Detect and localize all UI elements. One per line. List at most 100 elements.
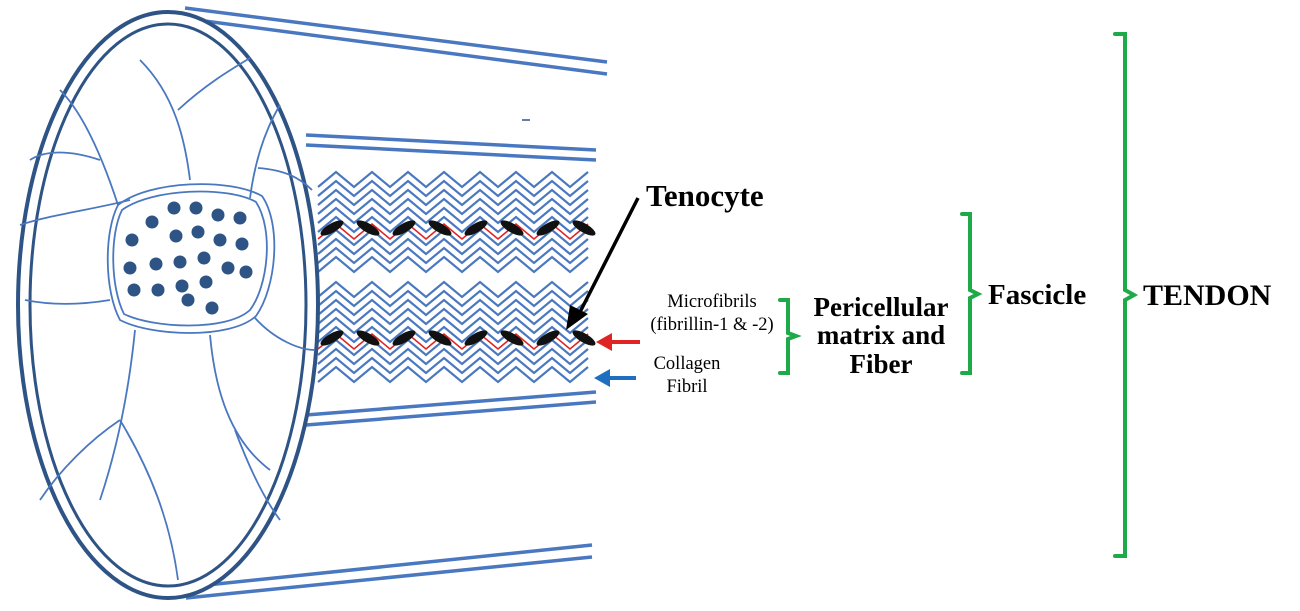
nucleus-dot <box>167 201 181 215</box>
tendon-sheath-lines <box>177 6 608 600</box>
microfibrils-label-line-2: (fibrillin-1 & -2) <box>650 314 774 335</box>
nucleus-dot <box>173 255 187 269</box>
nucleus-dot <box>205 301 219 315</box>
central-fascicle-outline <box>106 183 276 334</box>
septum-13 <box>254 317 316 351</box>
tenocyte-cell <box>428 330 452 346</box>
nucleus-dot <box>145 215 159 229</box>
fascicle-label: Fascicle <box>988 279 1087 311</box>
collagen-arrow-head <box>594 369 610 387</box>
septum-2 <box>29 151 101 161</box>
fascicle-bottom-line-2 <box>305 400 597 427</box>
tenocyte-pointer-shaft <box>576 197 640 317</box>
bottom-band-crimp-line <box>317 338 589 357</box>
tenocyte-cell <box>536 220 560 236</box>
nucleus-dot <box>151 283 165 297</box>
pericellular-bracket <box>778 298 802 375</box>
collagen-label-line-1: Collagen <box>653 354 721 374</box>
top-band-crimp-line <box>317 179 589 198</box>
septum-3 <box>139 59 191 181</box>
collagen-label-line-2: Fibril <box>666 376 708 397</box>
collagen-fibril-arrow <box>594 369 636 387</box>
bottom-band-crimp-line <box>317 307 589 326</box>
septum-6 <box>257 167 313 191</box>
fascicle-boundary-network <box>19 57 316 581</box>
tenocyte-label: Tenocyte <box>646 178 764 213</box>
bottom-band-crimp-line <box>317 280 589 299</box>
collagen-fiber-band-bottom <box>317 280 596 384</box>
nucleus-dot <box>149 257 163 271</box>
tenocyte-cell <box>464 330 488 346</box>
fascicle-bracket <box>960 212 983 375</box>
tendon-bracket <box>1113 32 1139 558</box>
cross-section-inner-ring <box>28 22 308 588</box>
tendon-label: TENDON <box>1143 279 1272 312</box>
sheath-bottom-line-1 <box>177 543 593 590</box>
tenocyte-cell <box>464 220 488 236</box>
nucleus-dot <box>199 275 213 289</box>
septum-4 <box>177 57 251 111</box>
nucleus-dot <box>233 211 247 225</box>
microfibril-arrow-head <box>596 333 612 351</box>
top-band-crimp-line <box>317 228 589 247</box>
tenocyte-cell <box>572 220 596 236</box>
septum-8 <box>24 299 111 305</box>
fascicle-top-line-1 <box>305 133 597 152</box>
nucleus-dot <box>211 208 225 222</box>
septum-5 <box>249 104 281 199</box>
tenocyte-cell <box>320 330 344 346</box>
septum-7 <box>19 199 131 226</box>
tenocyte-cell <box>320 220 344 236</box>
nucleus-dot-cluster <box>123 201 253 315</box>
bottom-band-crimp-line <box>317 289 589 308</box>
hierarchy-brackets <box>778 32 1139 558</box>
top-band-crimp-line <box>317 237 589 256</box>
tenocyte-pointer-arrow <box>566 197 640 330</box>
nucleus-dot <box>123 261 137 275</box>
pericellular-label-line-1: Pericellular <box>813 292 949 322</box>
nucleus-dot <box>125 233 139 247</box>
sheath-top-line-2 <box>181 16 608 76</box>
nucleus-dot <box>235 237 249 251</box>
pericellular-label-line-2: matrix and <box>816 320 946 351</box>
tenocyte-cell <box>356 330 380 346</box>
nucleus-dot <box>191 225 205 239</box>
bottom-band-crimp-line <box>317 298 589 317</box>
septum-14 <box>234 429 281 521</box>
nucleus-dot <box>175 279 189 293</box>
nucleus-dot <box>221 261 235 275</box>
bottom-band-crimp-line <box>317 347 589 366</box>
tenocyte-cell <box>536 330 560 346</box>
collagen-fiber-band-top <box>317 170 596 274</box>
tenocyte-pointer-head <box>566 305 588 330</box>
fascicle-bottom-line-1 <box>305 390 597 417</box>
nucleus-dot <box>189 201 203 215</box>
septum-12 <box>209 334 271 471</box>
pericellular-matrix-label: Pericellular matrix and Fiber <box>800 293 962 378</box>
tenocyte-cell <box>572 330 596 346</box>
microfibrils-label-line-1: Microfibrils <box>667 292 757 312</box>
top-band-crimp-line <box>317 188 589 207</box>
tenocyte-cell <box>428 220 452 236</box>
top-band-crimp-line <box>317 246 589 265</box>
bottom-band-crimp-line <box>317 356 589 375</box>
sheath-bottom-line-2 <box>185 555 593 600</box>
sheath-top-line-1 <box>184 6 608 64</box>
septum-1 <box>59 89 119 206</box>
septum-11 <box>119 419 179 581</box>
collagen-fibril-label: Collagen Fibril <box>637 353 737 398</box>
top-band-crimp-line <box>317 255 589 274</box>
central-fascicle-outline-inner <box>112 190 268 327</box>
bottom-band-crimp-line <box>317 365 589 384</box>
pericellular-label-line-3: Fiber <box>849 348 913 379</box>
fascicle-lines <box>305 133 597 427</box>
tenocyte-cell <box>500 220 524 236</box>
nucleus-dot <box>127 283 141 297</box>
bottom-band-crimp-line <box>317 316 589 335</box>
top-band-crimp-line <box>317 197 589 216</box>
microfibril-arrow <box>596 333 640 351</box>
tenocyte-cell <box>356 220 380 236</box>
septum-10 <box>39 419 121 501</box>
fascicle-top-line-2 <box>305 143 597 162</box>
